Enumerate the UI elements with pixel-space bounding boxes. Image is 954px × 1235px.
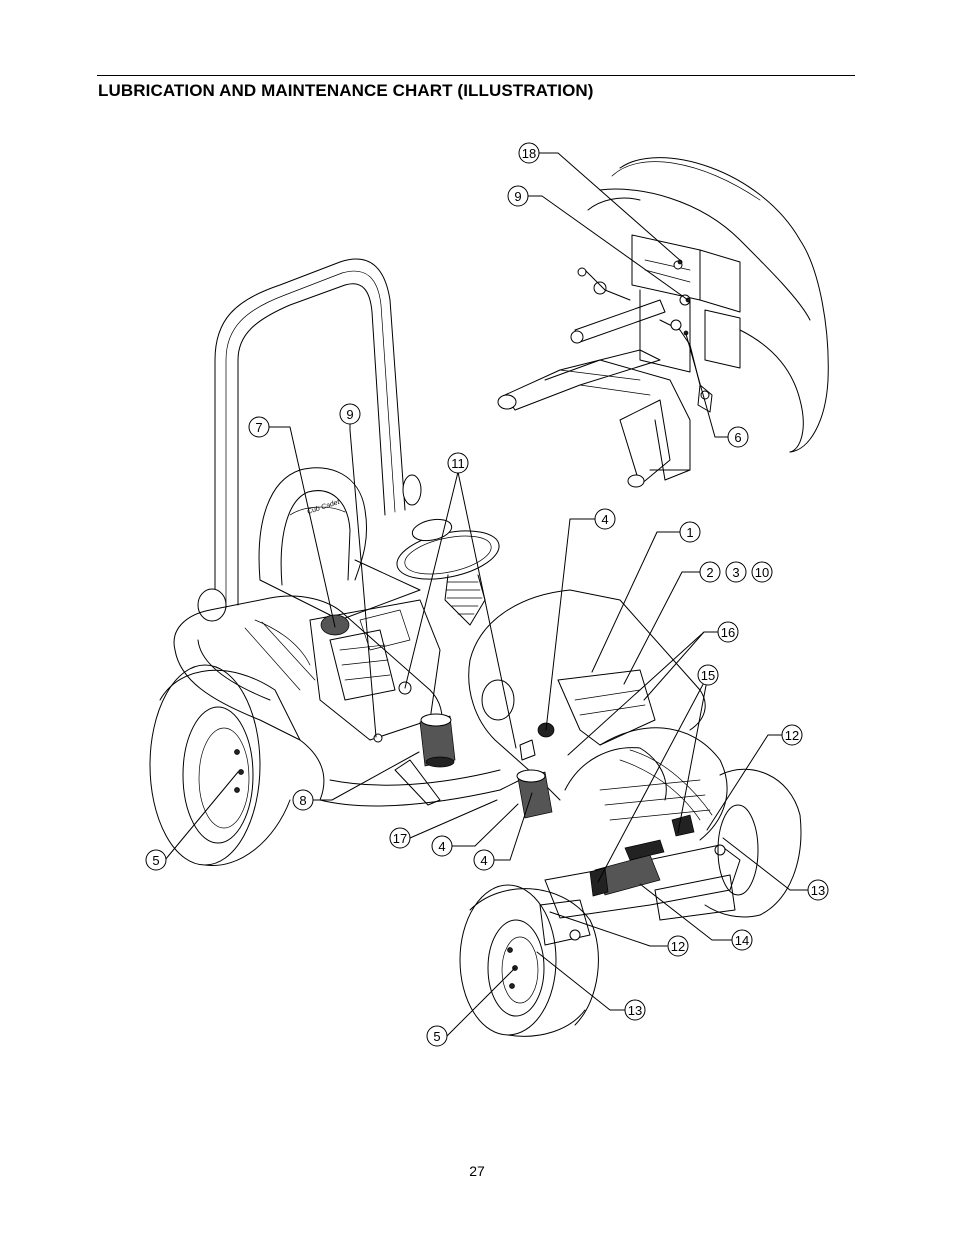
callout-label: 13 [628, 1003, 642, 1018]
callout-label: 5 [152, 853, 159, 868]
callout-label: 9 [514, 189, 521, 204]
callout-c12-low: 12 [667, 935, 689, 957]
leader-lines [164, 152, 809, 1037]
callout-c4-low: 4 [473, 849, 495, 871]
callout-label: 3 [732, 565, 739, 580]
callout-label: 18 [522, 146, 536, 161]
tractor-main [149, 258, 802, 1037]
page-number: 27 [469, 1163, 485, 1179]
callout-label: 10 [755, 565, 769, 580]
callout-c7: 7 [248, 416, 270, 438]
callout-c18: 18 [518, 142, 540, 164]
callout-c11: 11 [447, 452, 469, 474]
callout-c17: 17 [389, 827, 411, 849]
hitch-inset [497, 157, 829, 488]
callout-c2: 2 [699, 561, 721, 583]
callout-label: 15 [701, 668, 715, 683]
callout-c5-left: 5 [145, 849, 167, 871]
callout-c3: 3 [725, 561, 747, 583]
callout-c9-top: 9 [507, 185, 529, 207]
callout-c4-mid: 4 [431, 835, 453, 857]
callout-label: 4 [438, 839, 445, 854]
callout-label: 16 [721, 625, 735, 640]
callout-c14: 14 [731, 929, 753, 951]
callout-c13-low: 13 [624, 999, 646, 1021]
callout-c12-right: 12 [781, 724, 803, 746]
callout-label: 13 [811, 883, 825, 898]
callout-label: 6 [734, 430, 741, 445]
callout-label: 1 [686, 525, 693, 540]
callout-label: 14 [735, 933, 749, 948]
callout-c13-right: 13 [807, 879, 829, 901]
callout-c4-top: 4 [594, 508, 616, 530]
callout-c6: 6 [727, 426, 749, 448]
callout-label: 9 [346, 407, 353, 422]
callout-c9: 9 [339, 403, 361, 425]
callout-c8: 8 [292, 789, 314, 811]
callout-label: 12 [785, 728, 799, 743]
callout-label: 17 [393, 831, 407, 846]
callout-c10: 10 [751, 561, 773, 583]
callout-label: 2 [706, 565, 713, 580]
callout-c1: 1 [679, 521, 701, 543]
callout-label: 4 [601, 512, 608, 527]
callout-c5-low: 5 [426, 1025, 448, 1047]
callout-label: 4 [480, 853, 487, 868]
callout-label: 12 [671, 939, 685, 954]
page-title: LUBRICATION AND MAINTENANCE CHART (ILLUS… [98, 81, 594, 100]
callout-c16: 16 [717, 621, 739, 643]
callout-label: 11 [451, 456, 465, 471]
seat-logo: Cub Cadet [306, 499, 341, 516]
header-rule [97, 75, 855, 76]
callout-label: 8 [299, 793, 306, 808]
callout-label: 5 [433, 1029, 440, 1044]
callout-c15: 15 [697, 664, 719, 686]
callout-label: 7 [255, 420, 262, 435]
